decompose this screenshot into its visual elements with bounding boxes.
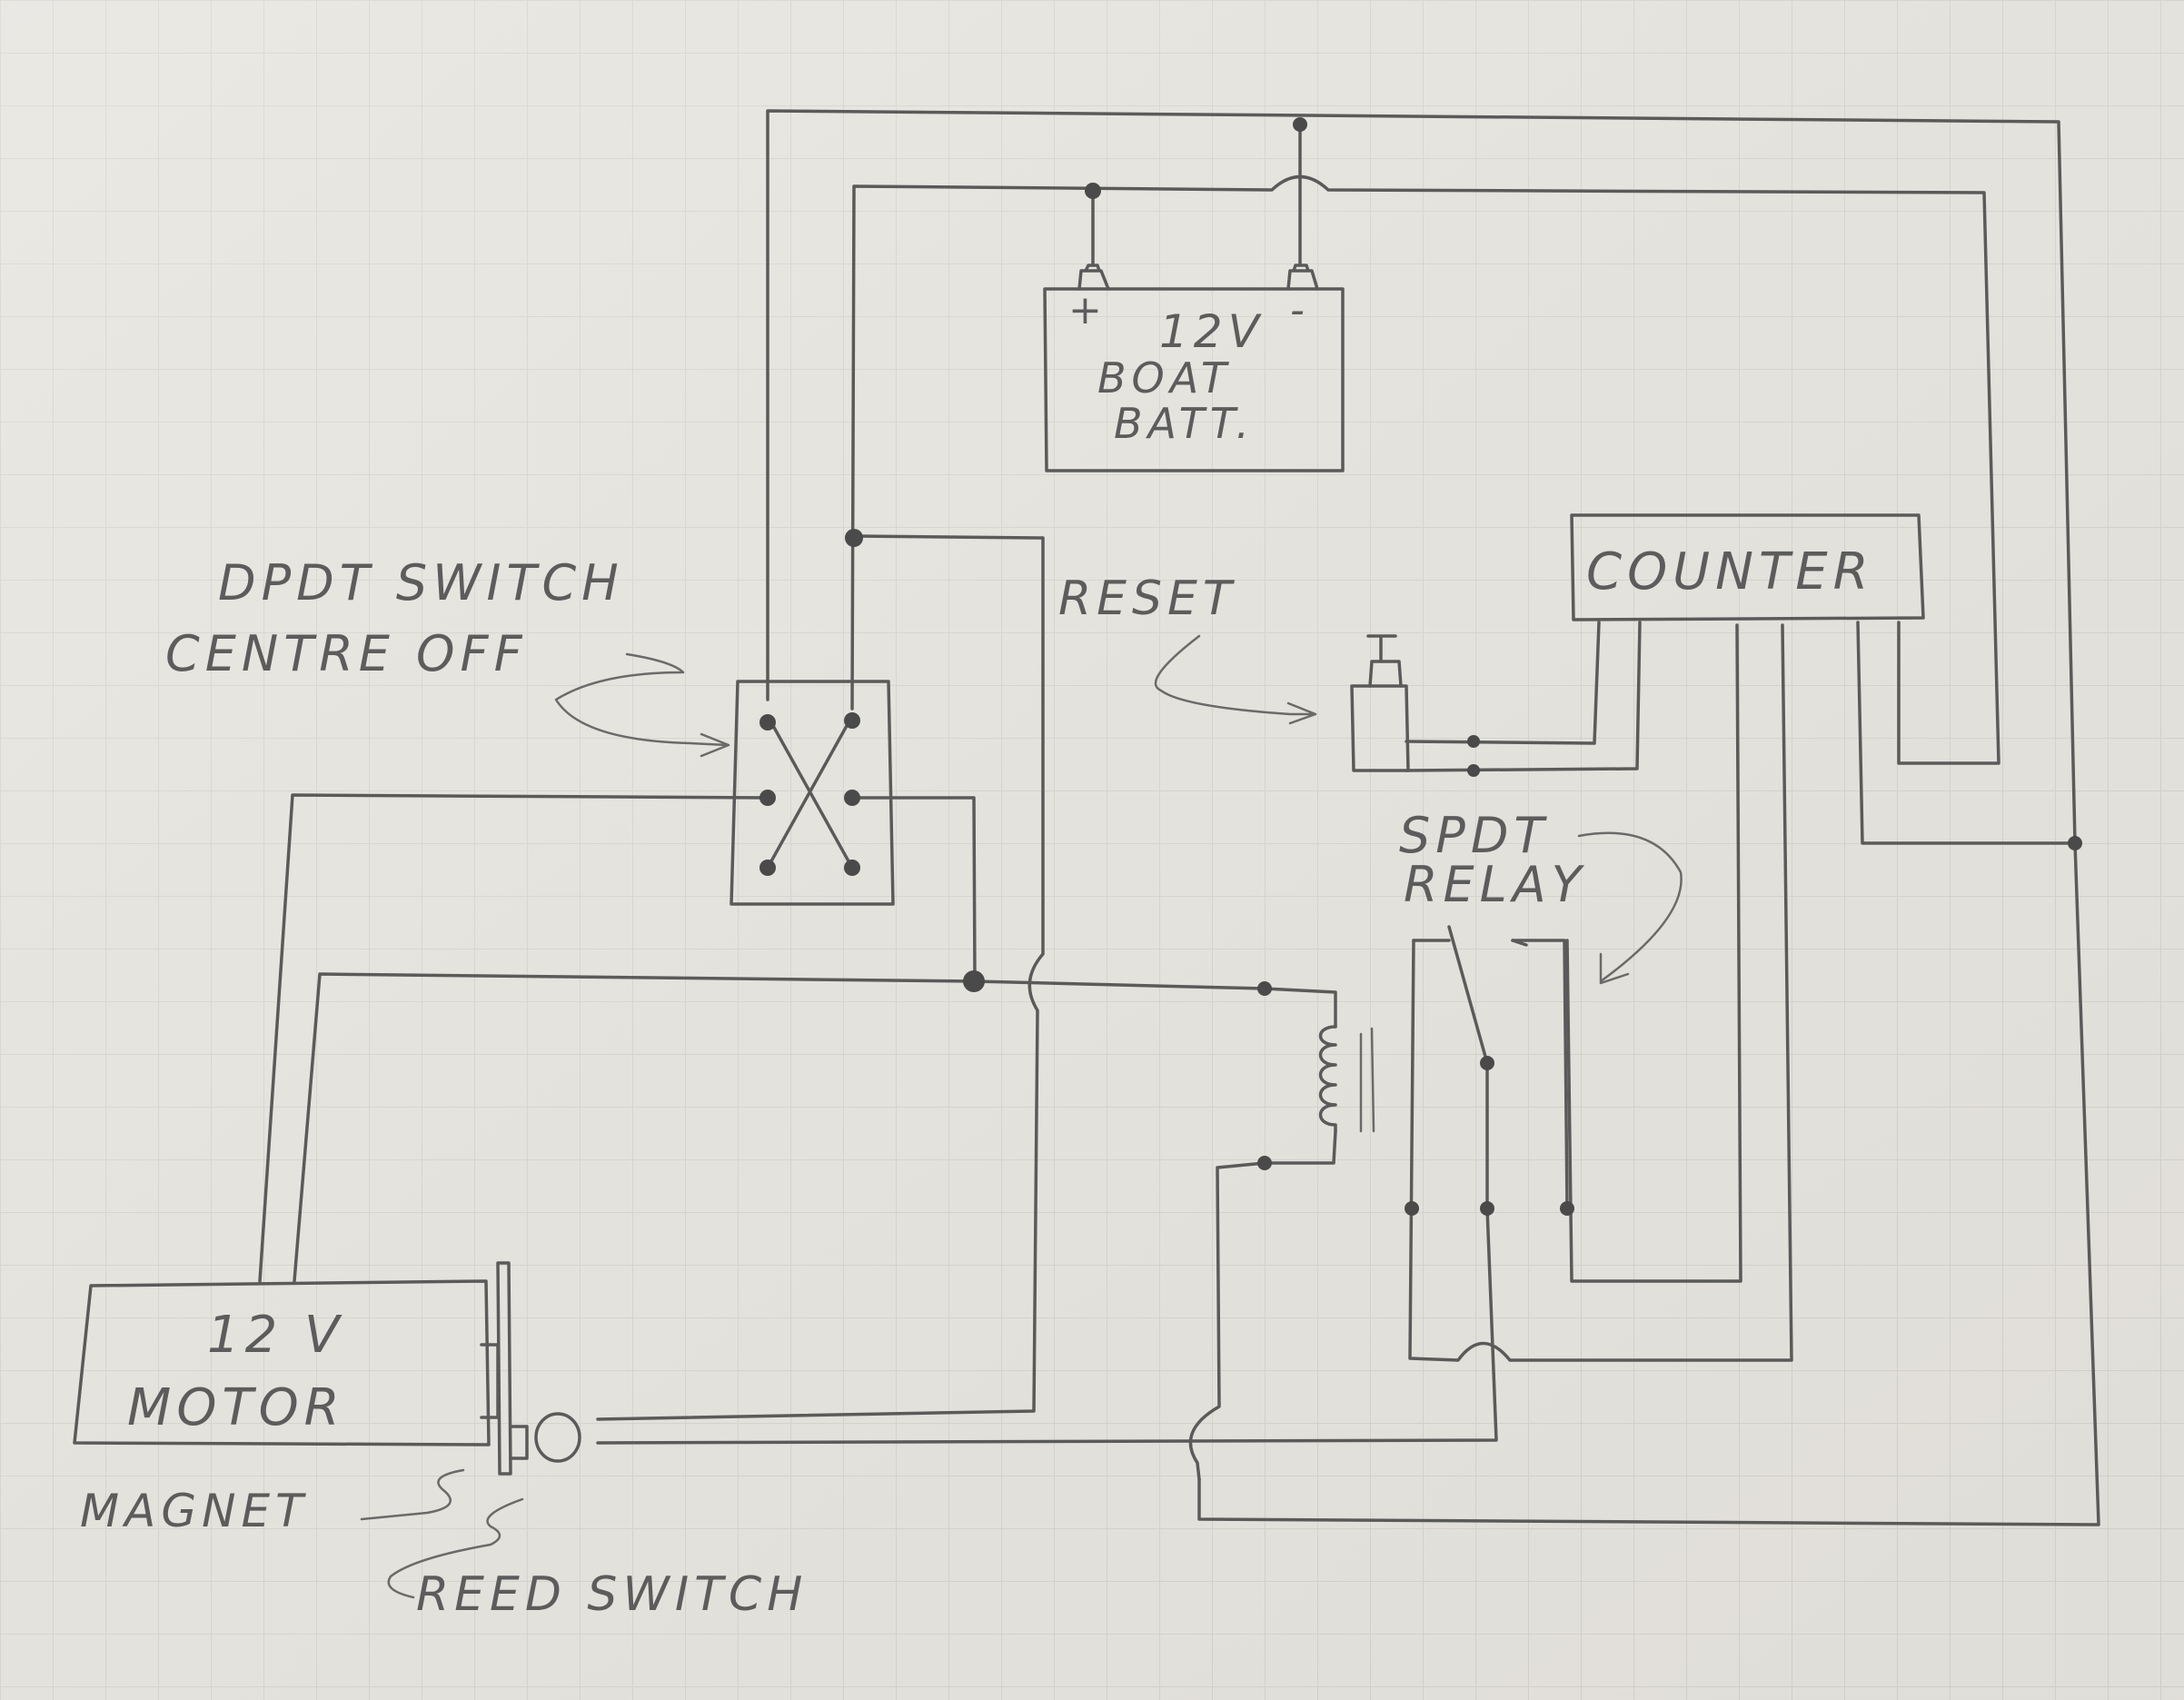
relay-coil: [1318, 1025, 1337, 1133]
magnet-pointer: [360, 1468, 465, 1521]
magnet-block: [509, 1425, 529, 1460]
junction-dpdt-branch: [845, 529, 863, 547]
wire-motor-a: [258, 793, 769, 1283]
relay-pin-2: [1480, 1201, 1494, 1216]
battery-label-line2: BATT.: [1114, 399, 1255, 448]
relay-core: [1359, 1027, 1375, 1133]
counter: COUNTER: [1570, 513, 1925, 621]
relay-pointer: [1577, 831, 1683, 985]
dpdt-terminal-2: [844, 712, 860, 729]
reed-pointer: [387, 1497, 524, 1599]
wires: [258, 109, 2100, 1526]
dpdt-switch: DPDT SWITCH CENTRE OFF: [165, 554, 895, 906]
relay-pin-1: [1405, 1201, 1419, 1216]
wire-relay-common: [596, 1207, 1498, 1445]
battery-minus-label: -: [1290, 287, 1310, 333]
reed-switch-body: [534, 1412, 581, 1463]
dpdt-terminal-1: [759, 714, 776, 731]
relay-no-contact: [1511, 939, 1528, 947]
dpdt-terminal-4: [844, 790, 860, 806]
wire-relay-loop: [1408, 623, 1793, 1362]
relay-label-line2: RELAY: [1404, 856, 1587, 913]
relay-label-line1: SPDT: [1399, 807, 1549, 864]
battery: 12V + - BOAT BATT.: [1043, 263, 1345, 472]
dpdt-terminal-6: [844, 860, 860, 876]
wire-motor-b: [850, 796, 977, 983]
motor-label-line1: 12 V: [207, 1306, 344, 1365]
dpdt-label-line1: DPDT SWITCH: [218, 554, 624, 611]
battery-plus-label: +: [1068, 287, 1107, 333]
junction-battery-negative: [1293, 117, 1307, 132]
wire-inner-top: [850, 174, 2000, 765]
reset-button: RESET: [1058, 572, 1410, 772]
reed-switch-label: REED SWITCH: [416, 1567, 808, 1622]
motor: 12 V MOTOR: [73, 1261, 512, 1476]
junction-battery-positive: [1085, 183, 1101, 199]
dpdt-label-line2: CENTRE OFF: [165, 625, 528, 682]
junction-reset-a: [1467, 735, 1480, 748]
wire-coil-feed: [293, 972, 1337, 1283]
junction-right-rail: [2068, 836, 2082, 850]
dpdt-pointer: [554, 652, 730, 758]
junction-motor-coil: [963, 970, 985, 992]
motor-label-line2: MOTOR: [127, 1378, 345, 1437]
motor-shaft-disc: [480, 1261, 512, 1476]
dpdt-terminal-5: [759, 860, 776, 876]
junction-coil-bottom: [1257, 1156, 1272, 1170]
battery-terminal-negative: [1286, 263, 1319, 291]
reset-pointer: [1154, 634, 1317, 725]
battery-terminal-positive: [1077, 263, 1110, 291]
wire-relay-no: [1565, 623, 1742, 1283]
wire-coil-return: [1188, 1129, 1337, 1481]
junction-reset-b: [1467, 764, 1480, 777]
wire-counter-reset-b: [1405, 621, 1642, 772]
reed-switch-assembly: MAGNET REED SWITCH: [80, 1412, 808, 1622]
relay-armature-pivot: [1480, 1056, 1494, 1070]
reset-label: RESET: [1058, 572, 1237, 626]
magnet-label: MAGNET: [80, 1485, 309, 1537]
junction-dots: [759, 117, 2082, 1216]
wire-counter-rail: [1856, 621, 2077, 845]
battery-label-line1: BOAT: [1097, 353, 1232, 403]
battery-voltage-label: 12V: [1159, 305, 1265, 358]
junction-coil-top: [1257, 981, 1272, 996]
relay-pin-3: [1560, 1201, 1574, 1216]
dpdt-terminal-3: [759, 790, 776, 806]
counter-label: COUNTER: [1586, 542, 1874, 601]
relay-contact-frame: [1412, 939, 1569, 1210]
